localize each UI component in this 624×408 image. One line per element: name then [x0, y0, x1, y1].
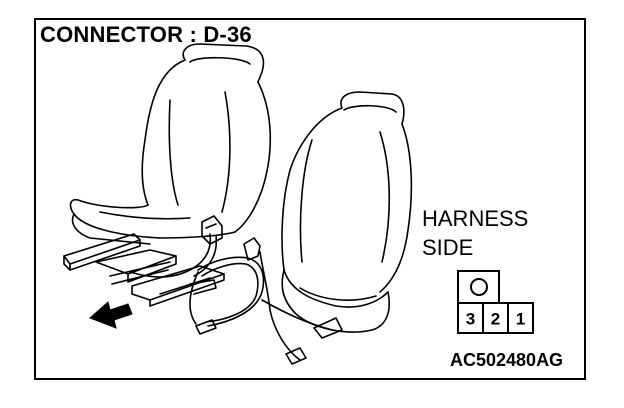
pin-label-1: 1	[516, 310, 525, 329]
wire-harness	[129, 233, 333, 361]
connector-lock-tab	[457, 270, 500, 304]
harness-side-label: HARNESS SIDE	[422, 204, 528, 262]
left-seat-rail	[63, 233, 225, 307]
connector-title: CONNECTOR : D-36	[40, 22, 252, 47]
connector-face-diagram	[457, 270, 534, 334]
harness-label-line1: HARNESS	[422, 206, 529, 231]
pin-label-2: 2	[491, 310, 500, 329]
harness-connectors	[195, 215, 343, 365]
connector-lock-circle	[470, 278, 488, 296]
pointer-arrow-icon	[89, 301, 133, 329]
connector-body	[457, 302, 534, 334]
right-seat	[281, 91, 413, 333]
diagram-code: AC502480AG	[450, 350, 564, 370]
pin-label-3: 3	[466, 310, 475, 329]
left-seat	[69, 43, 272, 245]
diagram-frame	[34, 18, 586, 380]
harness-label-line2: SIDE	[422, 235, 474, 260]
